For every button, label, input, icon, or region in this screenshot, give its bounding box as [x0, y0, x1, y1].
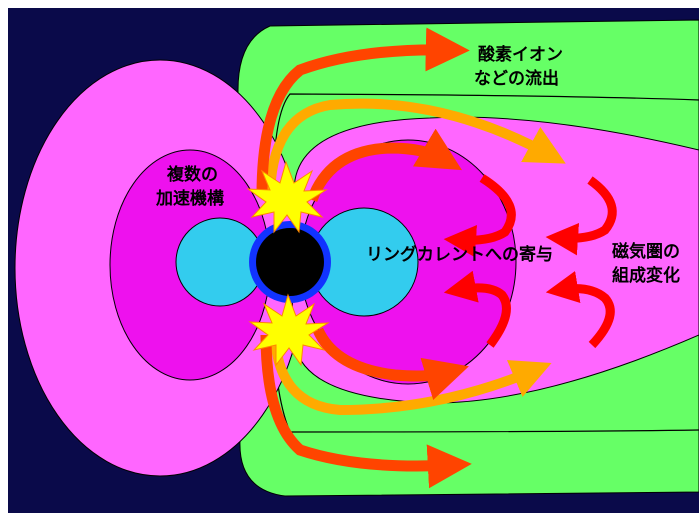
return-arrow-3: [545, 176, 617, 256]
acceleration-label-line2: 加速機構: [155, 188, 224, 209]
ring-current-label: リングカレントへの寄与: [366, 244, 553, 265]
orange-arrow-lower: [270, 334, 552, 416]
burst-lower: [248, 293, 330, 367]
earth: [256, 228, 324, 296]
magnetosphere-label-line2: 組成変化: [612, 265, 680, 286]
outflow-label-line2: などの流出: [474, 68, 559, 89]
acceleration-label-line1: 複数の: [166, 164, 218, 185]
outflow-arrow-lower: [260, 334, 472, 489]
return-arrow-1: [443, 174, 516, 258]
outflow-arrow-upper: [256, 27, 470, 196]
return-arrow-2: [443, 270, 511, 348]
ring-arrow-upper: [306, 128, 462, 203]
burst-upper: [246, 160, 328, 234]
ring-arrow-lower: [312, 327, 469, 401]
return-arrow-4: [545, 271, 615, 349]
orange-arrow-upper: [265, 98, 566, 201]
outflow-label-line1: 酸素イオン: [478, 44, 563, 65]
magnetosphere-label-line1: 磁気圏の: [612, 241, 680, 262]
